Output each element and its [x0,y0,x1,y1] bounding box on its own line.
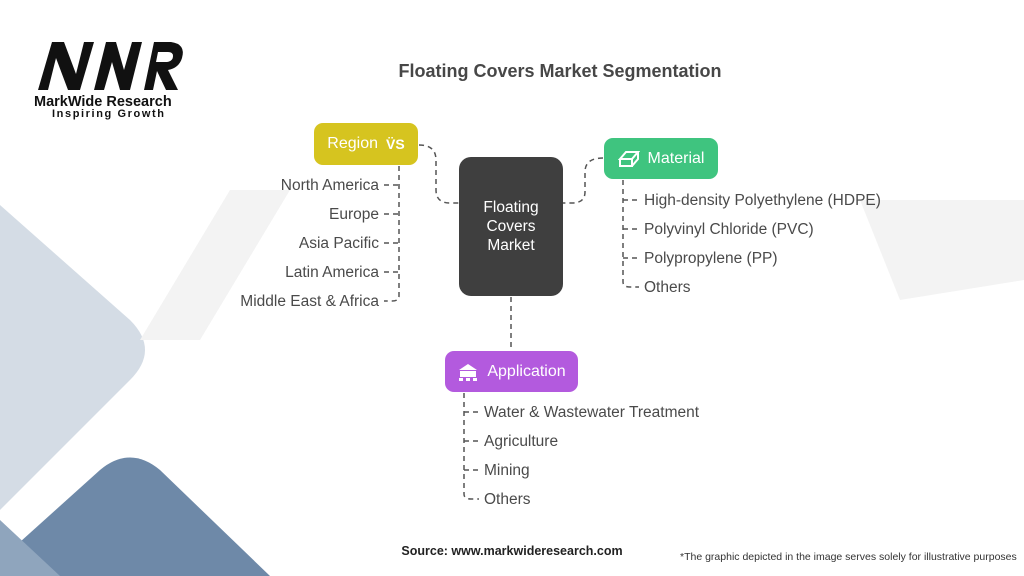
region-item: North America [280,177,379,194]
application-item: Others [484,491,531,508]
brand-logo [38,42,183,90]
brand-name: MarkWide Research [34,94,172,110]
brand-tagline: Inspiring Growth [52,108,166,120]
material-item: Polypropylene (PP) [644,250,778,267]
region-node: Region V̈S [314,123,418,165]
source-text: Source: www.markwideresearch.com [401,544,623,558]
application-item: Agriculture [484,433,559,450]
application-item: Mining [484,462,530,479]
region-label: Region [327,135,378,152]
application-label: Application [487,362,566,380]
region-item: Europe [329,206,379,223]
center-node: Floating Covers Market [459,157,563,296]
region-item: Latin America [285,264,379,281]
material-item: Polyvinyl Chloride (PVC) [644,221,814,238]
disclaimer-text: *The graphic depicted in the image serve… [680,551,1017,563]
material-label: Material [647,149,705,167]
region-item: Middle East & Africa [240,293,379,310]
page-title: Floating Covers Market Segmentation [398,61,722,81]
brick-icon [617,150,640,167]
center-label-line: Covers [486,217,536,235]
material-node: Material [604,138,718,179]
vs-icon: V̈S [386,136,405,152]
center-label-line: Floating [483,198,539,216]
region-item: Asia Pacific [298,235,379,252]
application-item: Water & Wastewater Treatment [484,404,700,421]
building-icon [459,363,478,381]
application-node: Application [445,351,578,392]
center-label-line: Market [487,236,535,254]
material-item: High-density Polyethylene (HDPE) [644,192,881,209]
material-item: Others [644,279,691,296]
